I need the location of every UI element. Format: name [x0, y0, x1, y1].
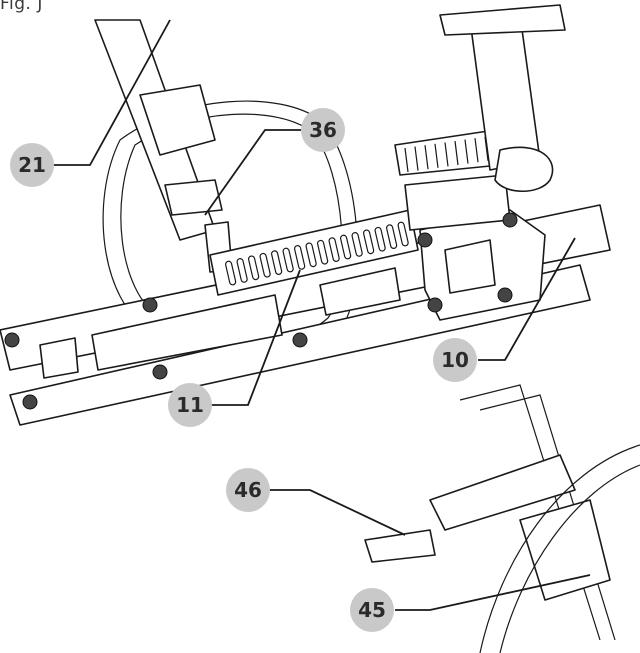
- bracket-rib: [282, 247, 294, 273]
- bracket-rib: [305, 242, 317, 268]
- clamp-block: [394, 129, 546, 321]
- callout-45-label: 45: [358, 598, 386, 622]
- bolt: [142, 297, 158, 313]
- clamp-grip-ridge: [464, 139, 469, 164]
- callout-36: 36: [301, 108, 345, 152]
- bracket-rib: [339, 234, 352, 260]
- lower-fork-assembly: [364, 384, 640, 653]
- leader-lines: [50, 19, 591, 611]
- callout-46-label: 46: [234, 478, 262, 502]
- clamp-grip-ridge: [404, 147, 409, 173]
- bolt: [497, 287, 513, 303]
- bracket-rib: [385, 224, 398, 249]
- clamp-grip-ridge: [414, 146, 419, 171]
- callout-10: 10: [433, 338, 477, 382]
- clamp-grip-ridge: [424, 145, 429, 170]
- clamp-grip-ridge: [434, 143, 439, 168]
- ribbed-bracket: [209, 209, 419, 296]
- bracket-rib: [293, 245, 306, 270]
- bracket-rib: [236, 258, 248, 283]
- callout-21: 21: [10, 143, 54, 187]
- callout-46: 46: [226, 468, 270, 512]
- figure-caption: Fig. J: [0, 0, 43, 14]
- bolt: [417, 232, 433, 248]
- bracket-rib: [362, 229, 375, 255]
- bracket-rib: [397, 221, 409, 247]
- bracket-rib: [374, 226, 386, 252]
- bolts: [4, 212, 518, 410]
- bolt: [292, 332, 308, 348]
- bracket-rib: [270, 250, 283, 275]
- bolt: [4, 332, 20, 348]
- bolt: [502, 212, 518, 228]
- stem-post: [439, 4, 566, 192]
- bolt: [22, 394, 38, 410]
- clamp-grip-ridge: [444, 142, 449, 167]
- bracket-rib: [328, 237, 340, 262]
- bracket-rib: [247, 255, 260, 281]
- bolt: [427, 297, 443, 313]
- callout-11: 11: [168, 383, 212, 427]
- bracket-rib: [316, 239, 329, 265]
- clamp-grip-ridge: [454, 140, 459, 166]
- clamp-grip-ridge: [474, 138, 479, 163]
- callout-21-label: 21: [18, 153, 46, 177]
- callout-10-label: 10: [441, 348, 469, 372]
- bracket-rib: [224, 260, 237, 286]
- bolt: [152, 364, 168, 380]
- callout-11-label: 11: [176, 393, 204, 417]
- callout-36-label: 36: [309, 118, 337, 142]
- bracket-rib: [351, 232, 363, 257]
- callout-45: 45: [350, 588, 394, 632]
- seat-tube: [94, 19, 233, 273]
- bracket-rib: [259, 252, 271, 278]
